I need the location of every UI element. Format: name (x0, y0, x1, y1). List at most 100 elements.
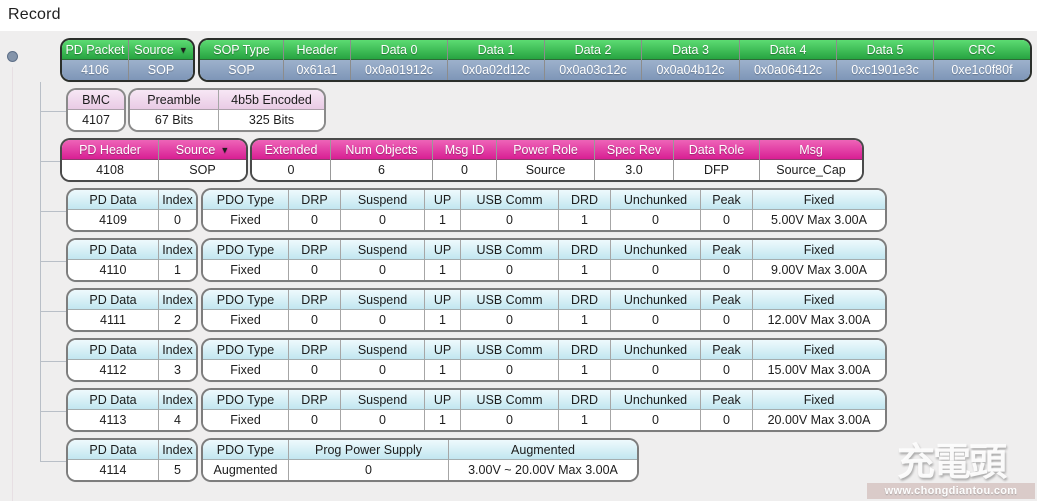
column-header-label: Fixed (803, 293, 835, 307)
watermark-logo: 充電頭 (896, 440, 1007, 484)
column-header-label: PD Data (89, 343, 137, 357)
cell-value-source: SOP (159, 160, 246, 180)
cell-value-fixed: 15.00V Max 3.00A (753, 360, 885, 380)
tree-connector-line (40, 361, 68, 362)
column-header-label: Data 5 (866, 43, 904, 57)
column-header-label: USB Comm (476, 193, 543, 207)
cell-value-peak: 0 (701, 360, 752, 380)
cell-value-suspend: 0 (341, 360, 424, 380)
column-header-label: PD Data (89, 443, 137, 457)
cell-value-source: SOP (129, 60, 193, 80)
cell-value-drp: 0 (289, 360, 340, 380)
column-header-label: PD Packet (65, 43, 125, 57)
column-header-prog-power-supply: Prog Power Supply (289, 440, 448, 460)
record-bullet-icon[interactable] (7, 51, 18, 62)
column-header-pdo-type: PDO Type (203, 240, 288, 260)
cell-value-data-5: 0xc1901e3c (837, 60, 933, 80)
column-header-label: Source (134, 43, 174, 57)
column-header-label: DRP (301, 193, 328, 207)
column-header-pdo-type: PDO Type (203, 390, 288, 410)
column-header-label: DRP (301, 243, 328, 257)
cell-value-pd-data: 4113 (68, 410, 158, 430)
column-header-peak: Peak (701, 340, 752, 360)
column-header-label: Augmented (511, 443, 575, 457)
cell-value-data-role: DFP (674, 160, 759, 180)
cell-value-msg: Source_Cap (760, 160, 862, 180)
column-header-source[interactable]: Source▼ (159, 140, 246, 160)
cell-value-drp: 0 (289, 410, 340, 430)
column-header-pdo-type: PDO Type (203, 440, 288, 460)
column-header-suspend: Suspend (341, 190, 424, 210)
column-header-fixed: Fixed (753, 340, 885, 360)
column-header-suspend: Suspend (341, 290, 424, 310)
column-header-extended: Extended (252, 140, 330, 160)
tree-connector-line (40, 161, 62, 162)
column-header-label: Peak (712, 193, 741, 207)
cell-value-msg-id: 0 (433, 160, 496, 180)
column-header-pdo-type: PDO Type (203, 340, 288, 360)
column-header-label: Suspend (357, 193, 408, 207)
column-header-label: Fixed (803, 343, 835, 357)
cell-value-up: 1 (425, 260, 460, 280)
column-header-label: UP (433, 343, 452, 357)
column-header-header: Header (284, 40, 350, 60)
column-header-index: Index (159, 440, 196, 460)
cell-value-index: 2 (159, 310, 196, 330)
column-header-augmented: Augmented (449, 440, 637, 460)
column-header-label: Unchunked (623, 193, 688, 207)
cell-value-up: 1 (425, 360, 460, 380)
column-header-label: Preamble (147, 93, 201, 107)
cell-value-data-0: 0x0a01912c (351, 60, 447, 80)
column-header-peak: Peak (701, 240, 752, 260)
column-header-up: UP (425, 190, 460, 210)
column-header-drp: DRP (289, 290, 340, 310)
column-header-index: Index (159, 240, 196, 260)
column-header-usb-comm: USB Comm (461, 390, 558, 410)
column-header-label: Index (162, 393, 193, 407)
column-header-label: UP (433, 293, 452, 307)
cell-value-unchunked: 0 (611, 410, 700, 430)
column-header-source[interactable]: Source▼ (129, 40, 193, 60)
cell-value-index: 0 (159, 210, 196, 230)
cell-value-sop-type: SOP (200, 60, 283, 80)
cell-value-usb-comm: 0 (461, 410, 558, 430)
cell-value-pdo-type: Fixed (203, 310, 288, 330)
